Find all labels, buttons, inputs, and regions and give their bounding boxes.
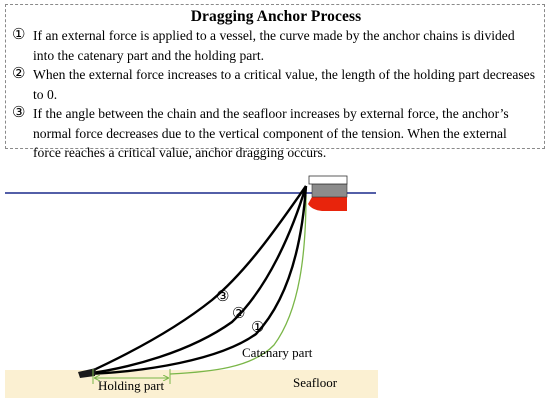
- step-3: ③ If the angle between the chain and the…: [12, 104, 538, 163]
- step-3-marker: ③: [12, 105, 26, 121]
- seafloor-label: Seafloor: [293, 375, 338, 390]
- step-1-text: If an external force is applied to a ves…: [33, 28, 515, 63]
- curve-label-3: ③: [216, 289, 229, 305]
- step-3-text: If the angle between the chain and the s…: [33, 106, 509, 160]
- curve-label-1: ①: [251, 320, 264, 336]
- seafloor-band: [5, 370, 378, 398]
- step-1: ① If an external force is applied to a v…: [12, 26, 538, 65]
- catenary-part-label: Catenary part: [242, 345, 313, 360]
- step-2-marker: ②: [12, 66, 26, 82]
- vessel-hull-bottom: [308, 197, 347, 211]
- step-2-text: When the external force increases to a c…: [33, 67, 535, 102]
- chain-curve-1: [84, 185, 308, 376]
- chain-curve-3: [84, 185, 307, 376]
- chain-curve-2: [84, 185, 308, 376]
- vessel-hull-middle: [311, 183, 348, 198]
- diagram-title: Dragging Anchor Process: [190, 8, 362, 25]
- description-box: Dragging Anchor Process ① If an external…: [5, 4, 545, 160]
- vessel-hull-top: [308, 175, 348, 185]
- catenary-curve-1: [169, 194, 307, 375]
- anchor-icon: [78, 368, 96, 378]
- holding-part-label: Holding part: [98, 378, 164, 393]
- vessel: [308, 175, 348, 211]
- step-2: ② When the external force increases to a…: [12, 65, 538, 104]
- curve-label-2: ②: [232, 306, 245, 322]
- step-1-marker: ①: [12, 27, 26, 43]
